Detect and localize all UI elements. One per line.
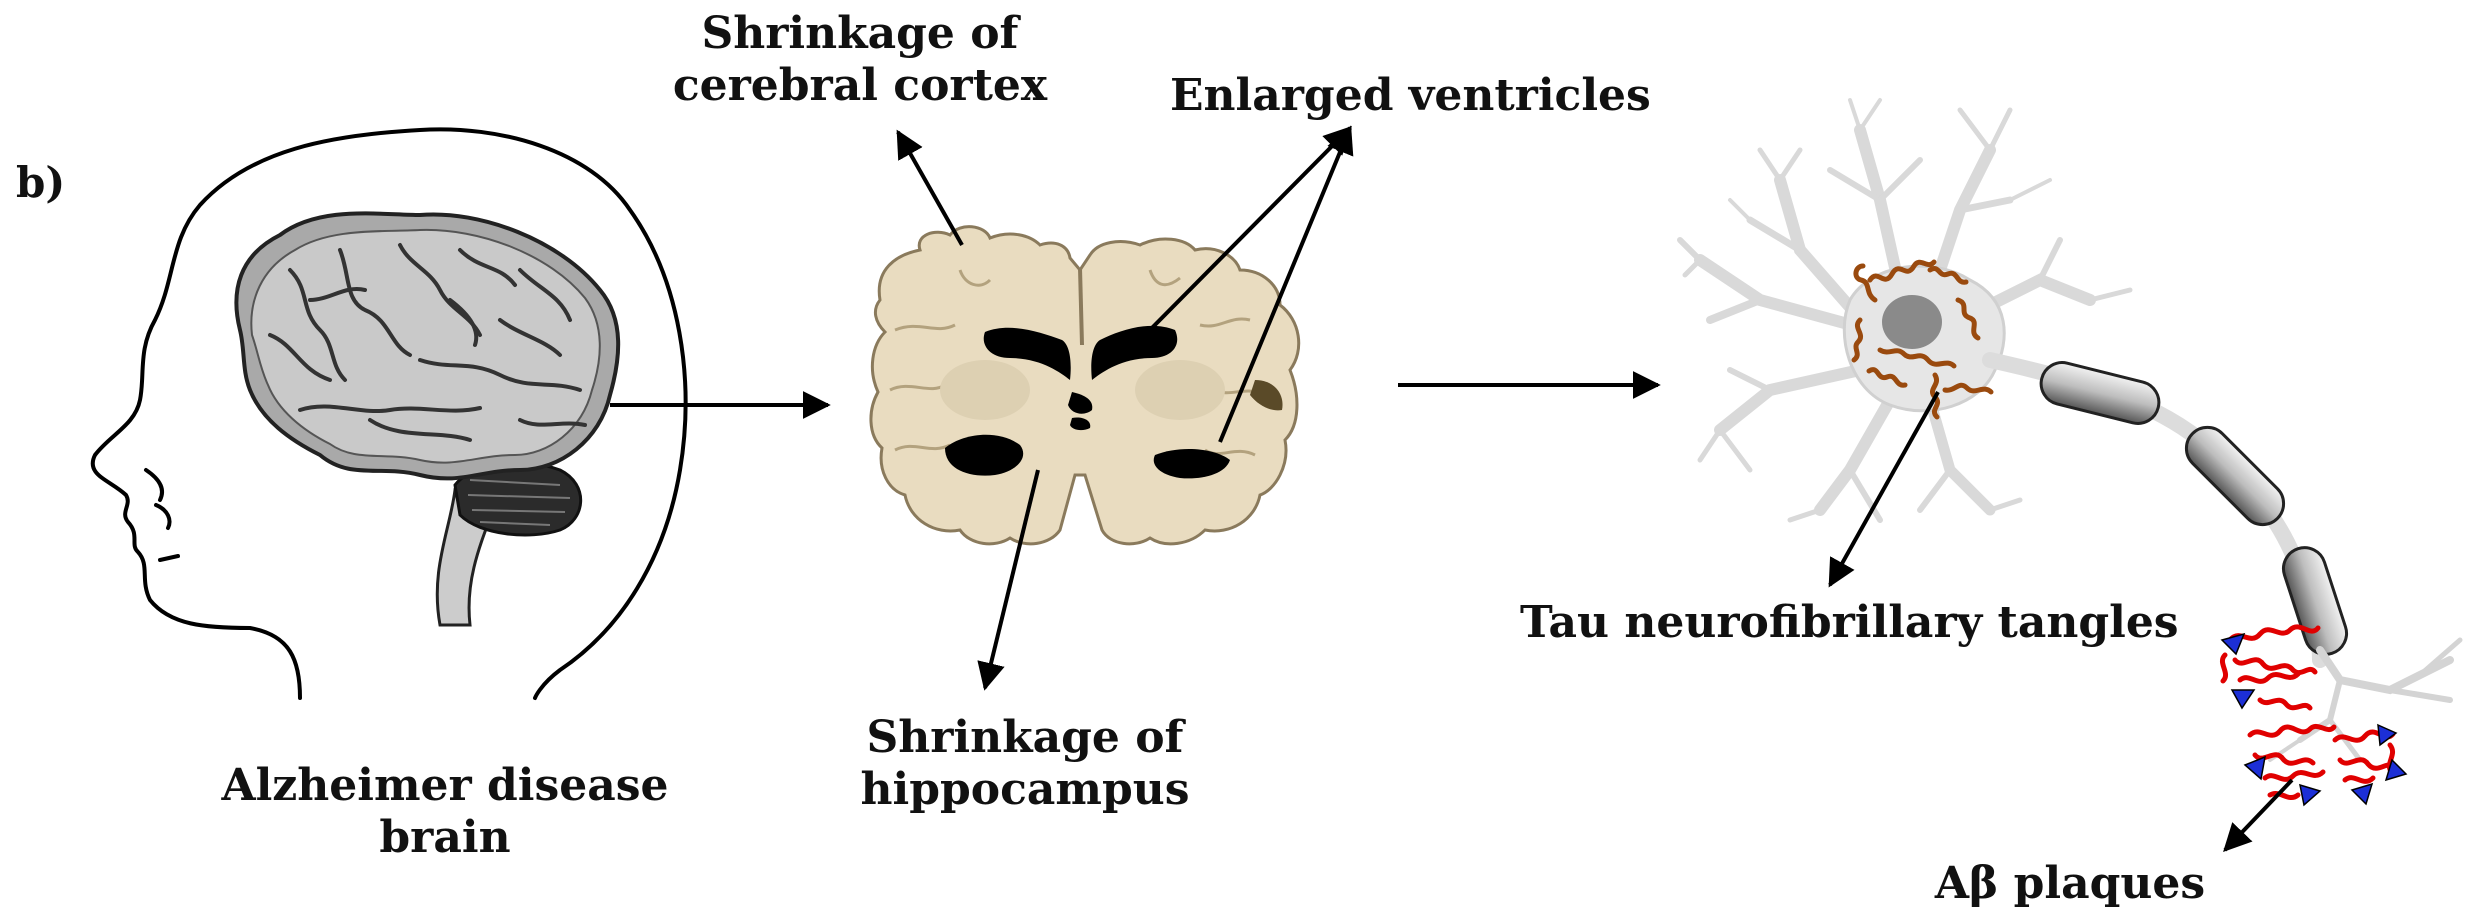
cortex-label-line1: Shrinkage of	[670, 8, 1050, 60]
alzheimer-brain-label: Alzheimer disease brain	[210, 760, 680, 864]
enlarged-ventricles-label: Enlarged ventricles	[1170, 70, 1630, 122]
cortex-shrinkage-label: Shrinkage of cerebral cortex	[670, 8, 1050, 112]
cortex-label-line2: cerebral cortex	[670, 60, 1050, 112]
profile-brain-icon	[236, 213, 618, 625]
hippocampus-label-line1: Shrinkage of	[860, 712, 1190, 764]
panel-label: b)	[16, 158, 65, 208]
hippocampus-label-line2: hippocampus	[860, 764, 1190, 816]
alzheimer-label-line1: Alzheimer disease	[210, 760, 680, 812]
coronal-brain-section-icon	[871, 227, 1299, 544]
abeta-plaques-label: Aβ plaques	[1930, 858, 2210, 910]
arrow-cortex	[898, 132, 962, 245]
arrow-abeta	[2225, 780, 2292, 850]
hippocampus-shrinkage-label: Shrinkage of hippocampus	[860, 712, 1190, 816]
tau-tangles-label: Tau neurofibrillary tangles	[1520, 597, 2140, 649]
alzheimer-label-line2: brain	[210, 812, 680, 864]
neuron-icon	[1680, 100, 2460, 805]
